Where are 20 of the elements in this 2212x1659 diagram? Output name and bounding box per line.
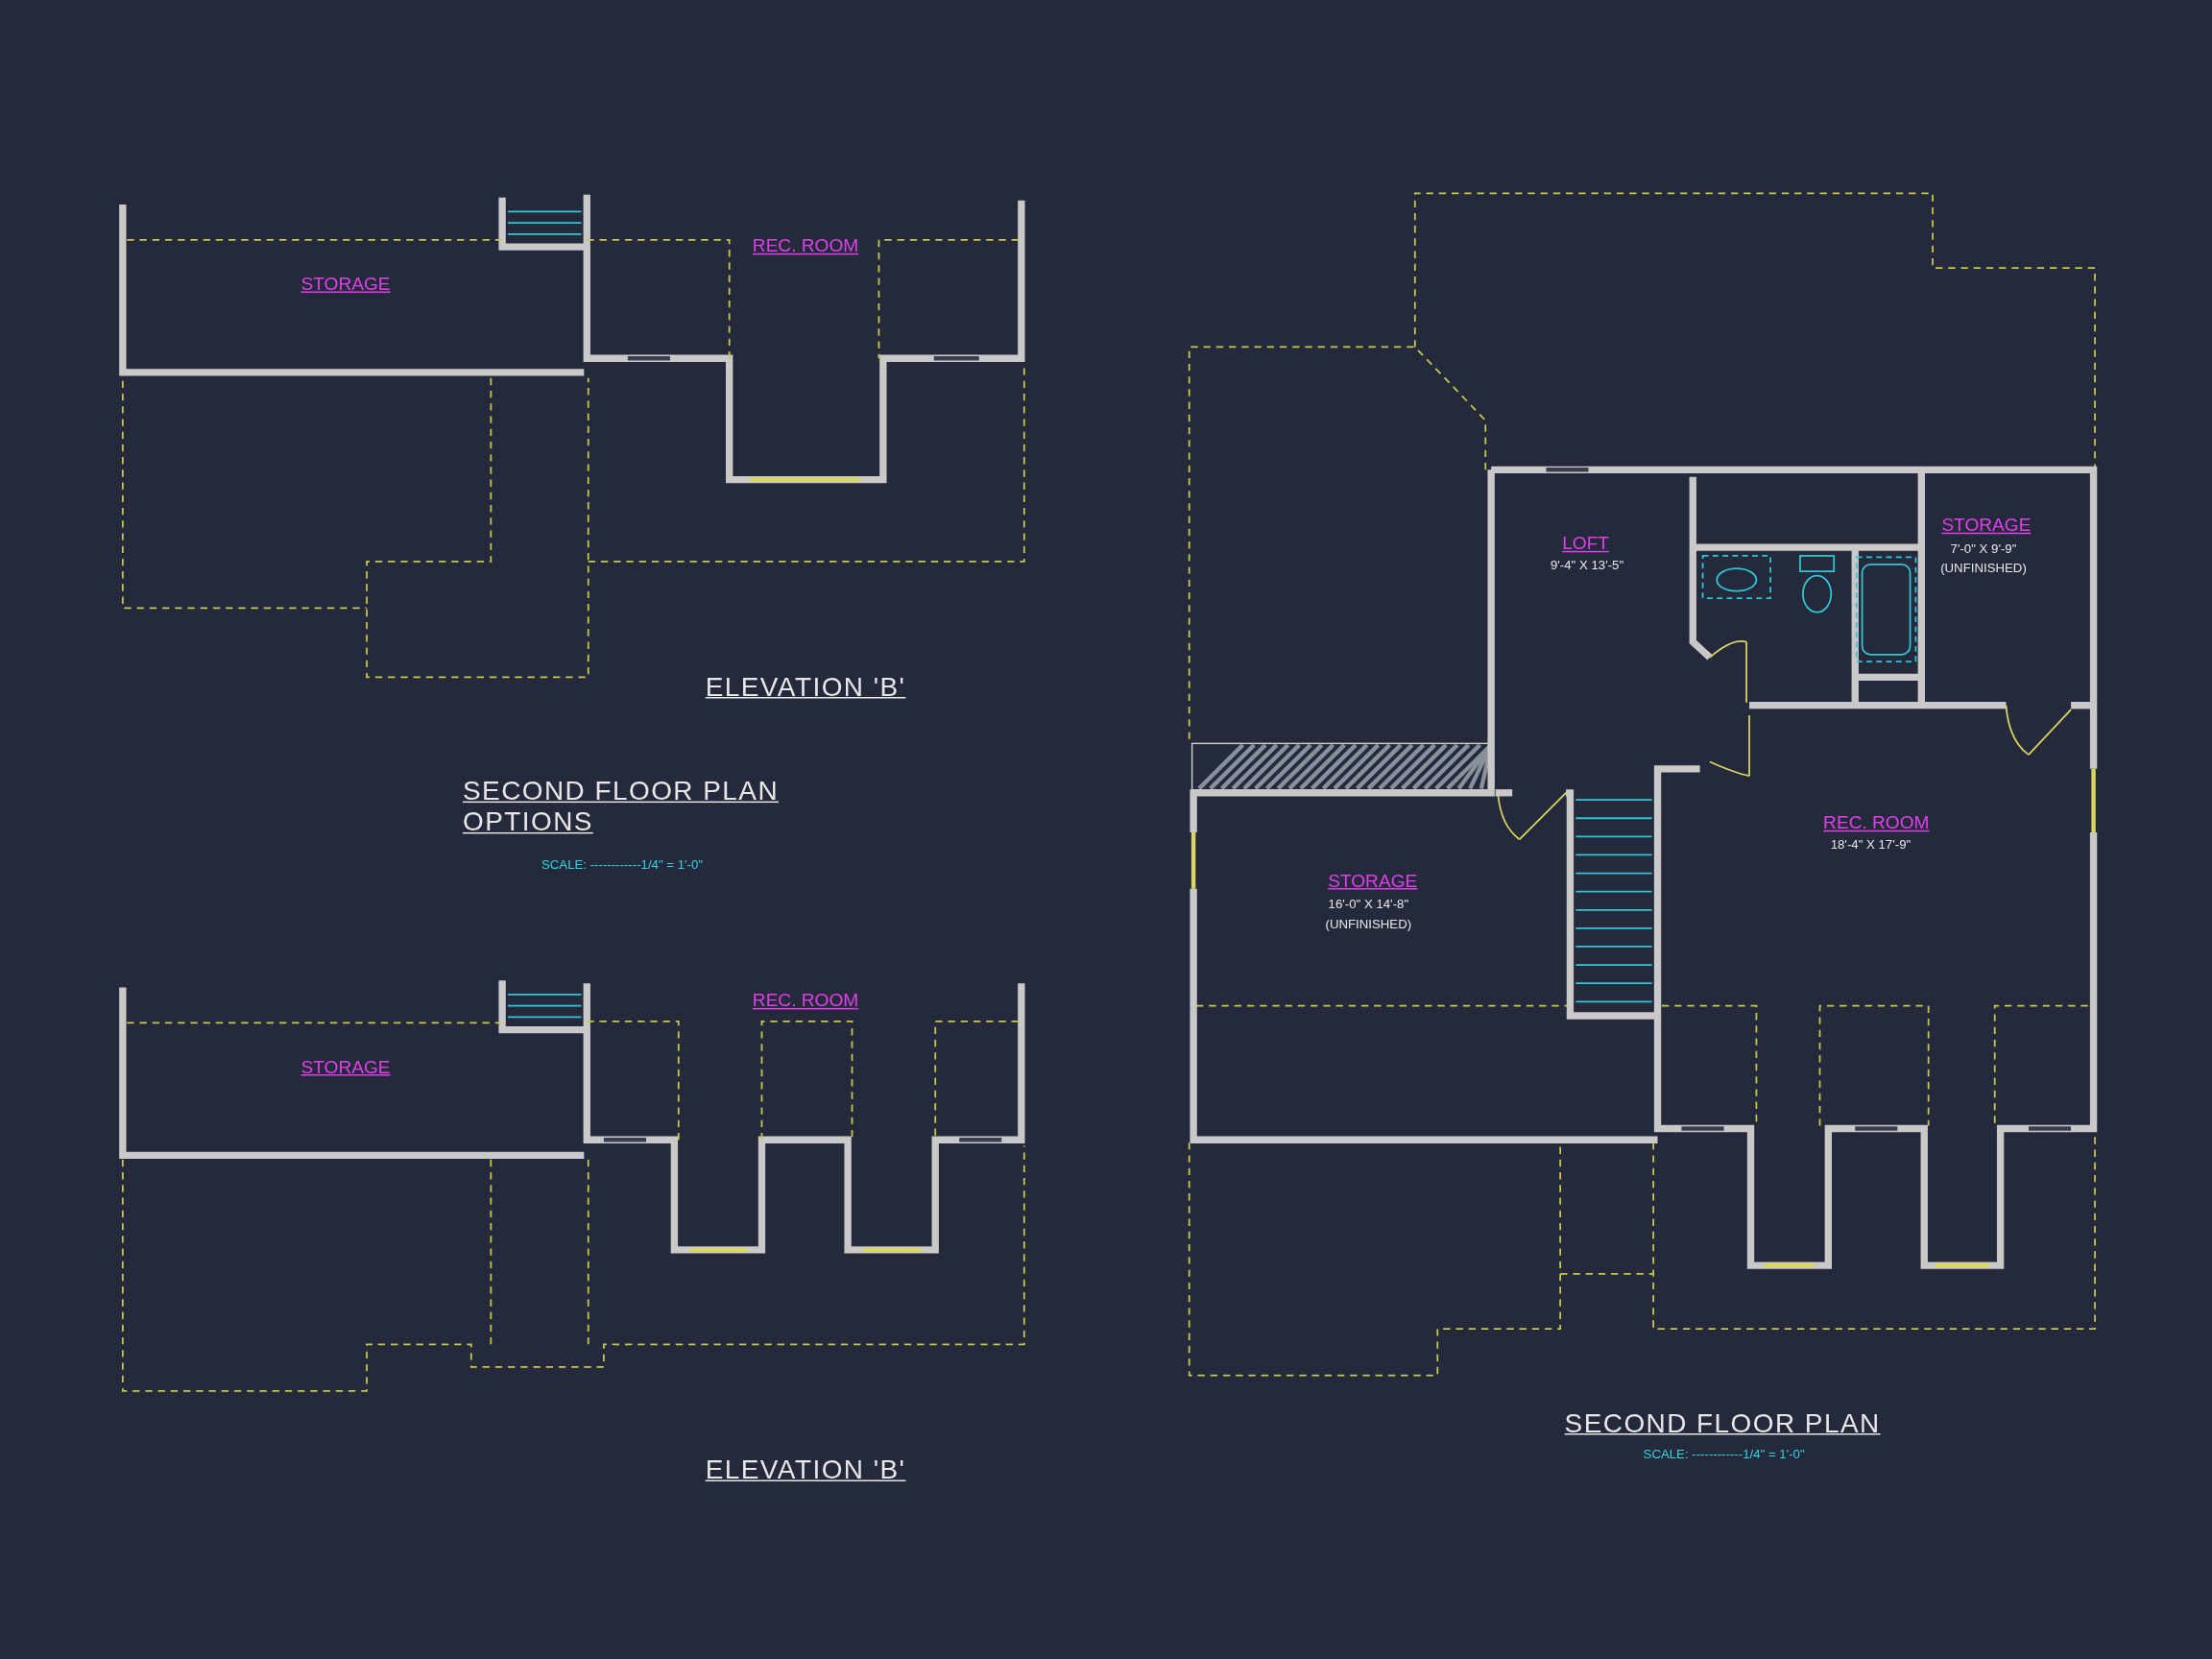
plan-title: ELEVATION 'B' bbox=[705, 671, 906, 703]
plan-title: SECOND FLOOR PLAN bbox=[1564, 1407, 1881, 1439]
room-dimension: 16'-0" X 14'-8" bbox=[1328, 897, 1409, 912]
room-label: LOFT bbox=[1562, 534, 1609, 556]
room-label: STORAGE bbox=[301, 274, 391, 296]
room-label: REC. ROOM bbox=[752, 236, 859, 258]
scale-note: SCALE: ------------1/4" = 1'-0" bbox=[541, 857, 704, 873]
room-dimension: 7'-0" X 9'-9" bbox=[1950, 541, 2017, 557]
room-label: STORAGE bbox=[1328, 871, 1418, 893]
room-dimension: 9'-4" X 13'-5" bbox=[1550, 558, 1624, 573]
room-dimension: (UNFINISHED) bbox=[1325, 916, 1412, 932]
room-label: REC. ROOM bbox=[1823, 813, 1930, 835]
plan-title: ELEVATION 'B' bbox=[705, 1455, 906, 1486]
room-label: STORAGE bbox=[1941, 516, 2032, 538]
room-label: REC. ROOM bbox=[752, 991, 859, 1013]
scale-note: SCALE: ------------1/4" = 1'-0" bbox=[1643, 1447, 1805, 1462]
room-dimension: (UNFINISHED) bbox=[1940, 561, 2027, 576]
room-dimension: 18'-4" X 17'-9" bbox=[1830, 837, 1911, 853]
room-label: STORAGE bbox=[301, 1057, 391, 1079]
plan-title: SECOND FLOOR PLAN OPTIONS bbox=[462, 776, 780, 838]
